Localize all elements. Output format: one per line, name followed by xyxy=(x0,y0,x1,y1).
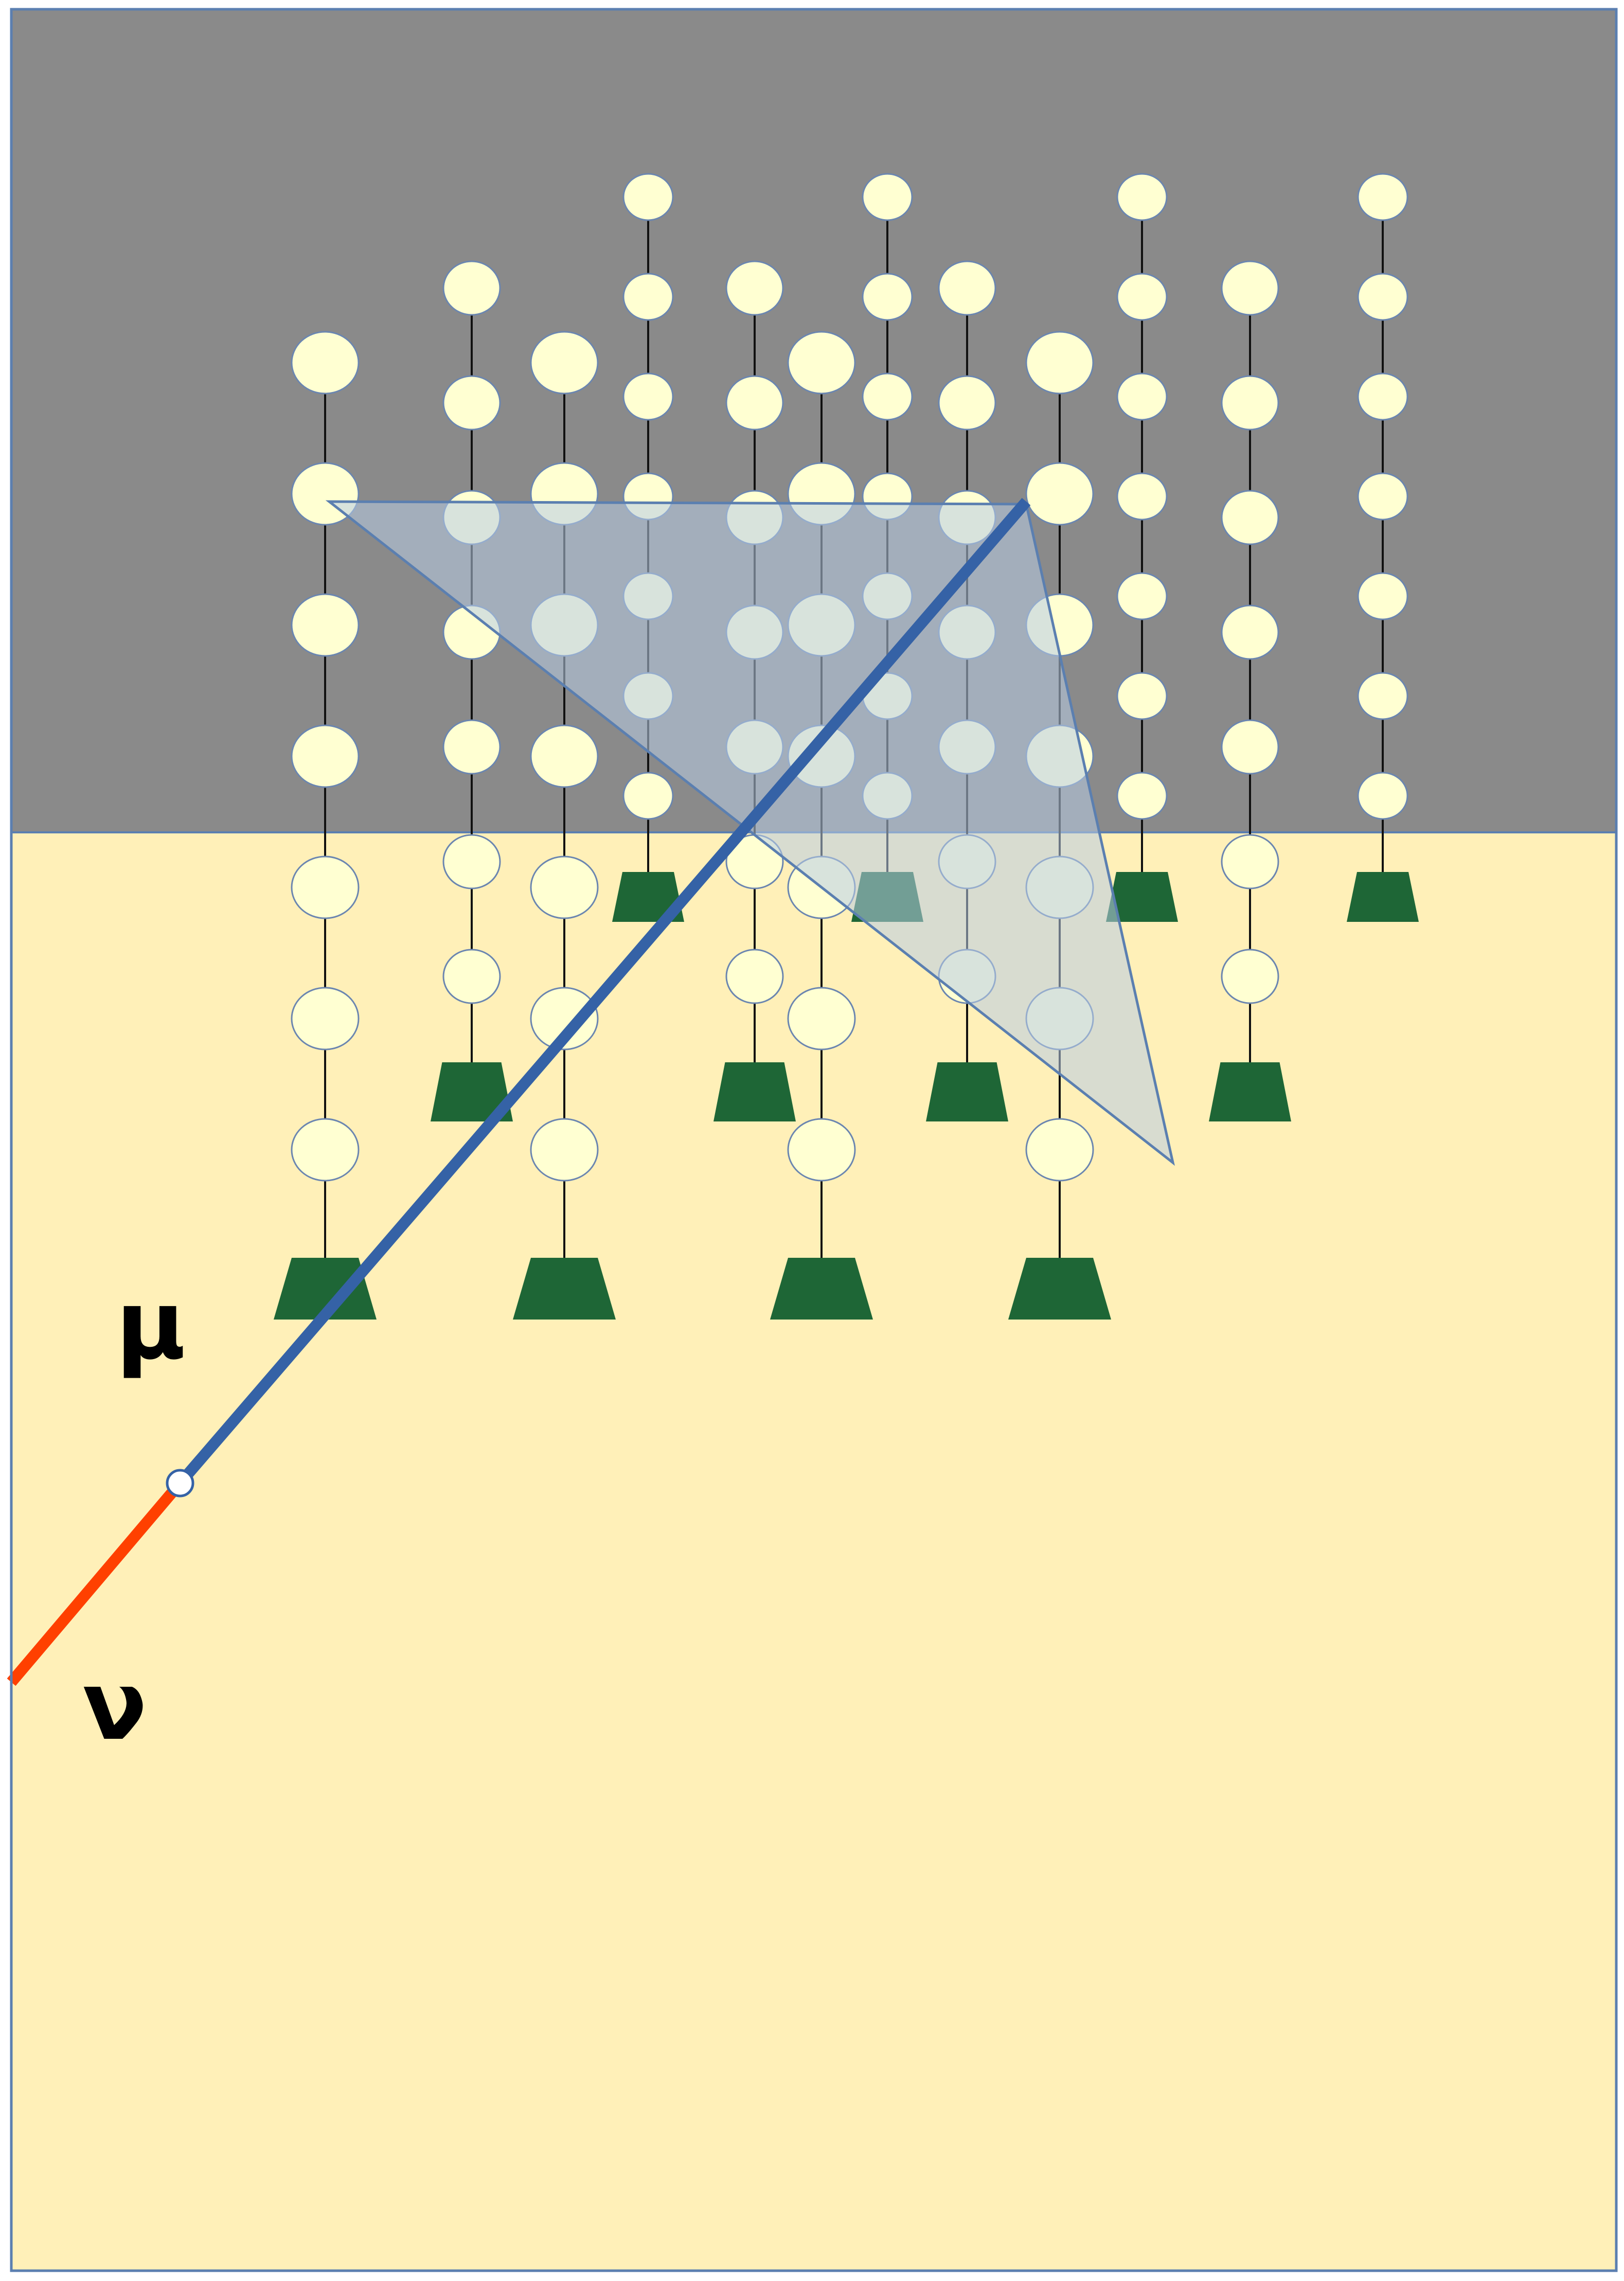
optical-module-icon xyxy=(622,273,674,321)
optical-module-icon xyxy=(1116,273,1168,321)
optical-module-icon xyxy=(1116,772,1168,820)
interaction-vertex xyxy=(166,1469,194,1498)
optical-module-icon xyxy=(530,1118,599,1182)
optical-module-icon xyxy=(530,856,599,919)
lower-medium xyxy=(11,832,1616,2271)
string-anchor-icon xyxy=(1008,1258,1111,1320)
optical-module-icon xyxy=(862,173,913,221)
optical-module-icon xyxy=(1025,331,1094,395)
optical-module-icon xyxy=(1357,472,1408,521)
string-anchor-icon xyxy=(1106,872,1178,922)
optical-module-icon xyxy=(1116,572,1168,620)
optical-module-icon xyxy=(622,173,674,221)
optical-module-icon xyxy=(1221,260,1279,316)
optical-module-icon xyxy=(291,856,360,919)
muon-label: μ xyxy=(116,1270,186,1381)
optical-module-icon xyxy=(530,331,599,395)
optical-module-icon xyxy=(1357,273,1408,321)
string-anchor-icon xyxy=(274,1258,377,1320)
optical-module-icon xyxy=(622,372,674,421)
optical-module-icon xyxy=(291,593,360,657)
optical-module-icon xyxy=(530,987,599,1050)
string-anchor-icon xyxy=(513,1258,616,1320)
optical-module-icon xyxy=(787,1118,856,1182)
optical-module-icon xyxy=(1357,572,1408,620)
optical-module-icon xyxy=(1357,173,1408,221)
optical-module-icon xyxy=(787,987,856,1050)
optical-module-icon xyxy=(291,987,360,1050)
detector-string xyxy=(1347,173,1419,922)
optical-module-icon xyxy=(862,372,913,421)
optical-module-icon xyxy=(787,331,856,395)
optical-module-icon xyxy=(1025,462,1094,526)
optical-module-icon xyxy=(938,260,996,316)
optical-module-icon xyxy=(291,331,360,395)
optical-module-icon xyxy=(1025,1118,1094,1182)
optical-module-icon xyxy=(442,949,501,1004)
string-anchor-icon xyxy=(1347,872,1419,922)
optical-module-icon xyxy=(1357,772,1408,820)
cherenkov-cone xyxy=(325,500,1175,1166)
neutrino-track xyxy=(7,1479,185,1686)
optical-module-icon xyxy=(530,724,599,788)
optical-module-icon xyxy=(862,273,913,321)
string-anchor-icon xyxy=(770,1258,873,1320)
string-anchor-icon xyxy=(612,872,684,922)
string-anchor-icon xyxy=(431,1062,513,1121)
optical-module-icon xyxy=(725,260,784,316)
optical-module-icon xyxy=(1116,472,1168,521)
optical-module-icon xyxy=(442,260,501,316)
optical-module-icon xyxy=(1221,375,1279,431)
string-anchor-icon xyxy=(1209,1062,1291,1121)
diagram-frame xyxy=(10,8,1618,2272)
optical-module-icon xyxy=(1221,834,1279,889)
optical-module-icon xyxy=(291,1118,360,1182)
string-anchor-icon xyxy=(926,1062,1008,1121)
optical-module-icon xyxy=(1357,372,1408,421)
detector-string xyxy=(1106,173,1178,922)
detector-string xyxy=(1209,260,1291,1121)
optical-module-icon xyxy=(291,724,360,788)
optical-module-icon xyxy=(1221,719,1279,775)
optical-module-icon xyxy=(725,949,784,1004)
optical-module-icon xyxy=(1221,949,1279,1004)
optical-module-icon xyxy=(1116,173,1168,221)
optical-module-icon xyxy=(622,772,674,820)
optical-module-icon xyxy=(725,375,784,431)
optical-module-icon xyxy=(1116,672,1168,720)
optical-module-icon xyxy=(1221,604,1279,660)
string-anchor-icon xyxy=(713,1062,796,1121)
optical-module-icon xyxy=(442,834,501,889)
detector-string xyxy=(274,331,377,1320)
optical-module-icon xyxy=(442,375,501,431)
optical-module-icon xyxy=(1357,672,1408,720)
optical-module-icon xyxy=(442,719,501,775)
optical-module-icon xyxy=(1221,490,1279,545)
muon-track xyxy=(175,497,1031,1487)
optical-module-icon xyxy=(1116,372,1168,421)
neutrino-label: ν xyxy=(82,1650,147,1761)
optical-module-icon xyxy=(938,375,996,431)
